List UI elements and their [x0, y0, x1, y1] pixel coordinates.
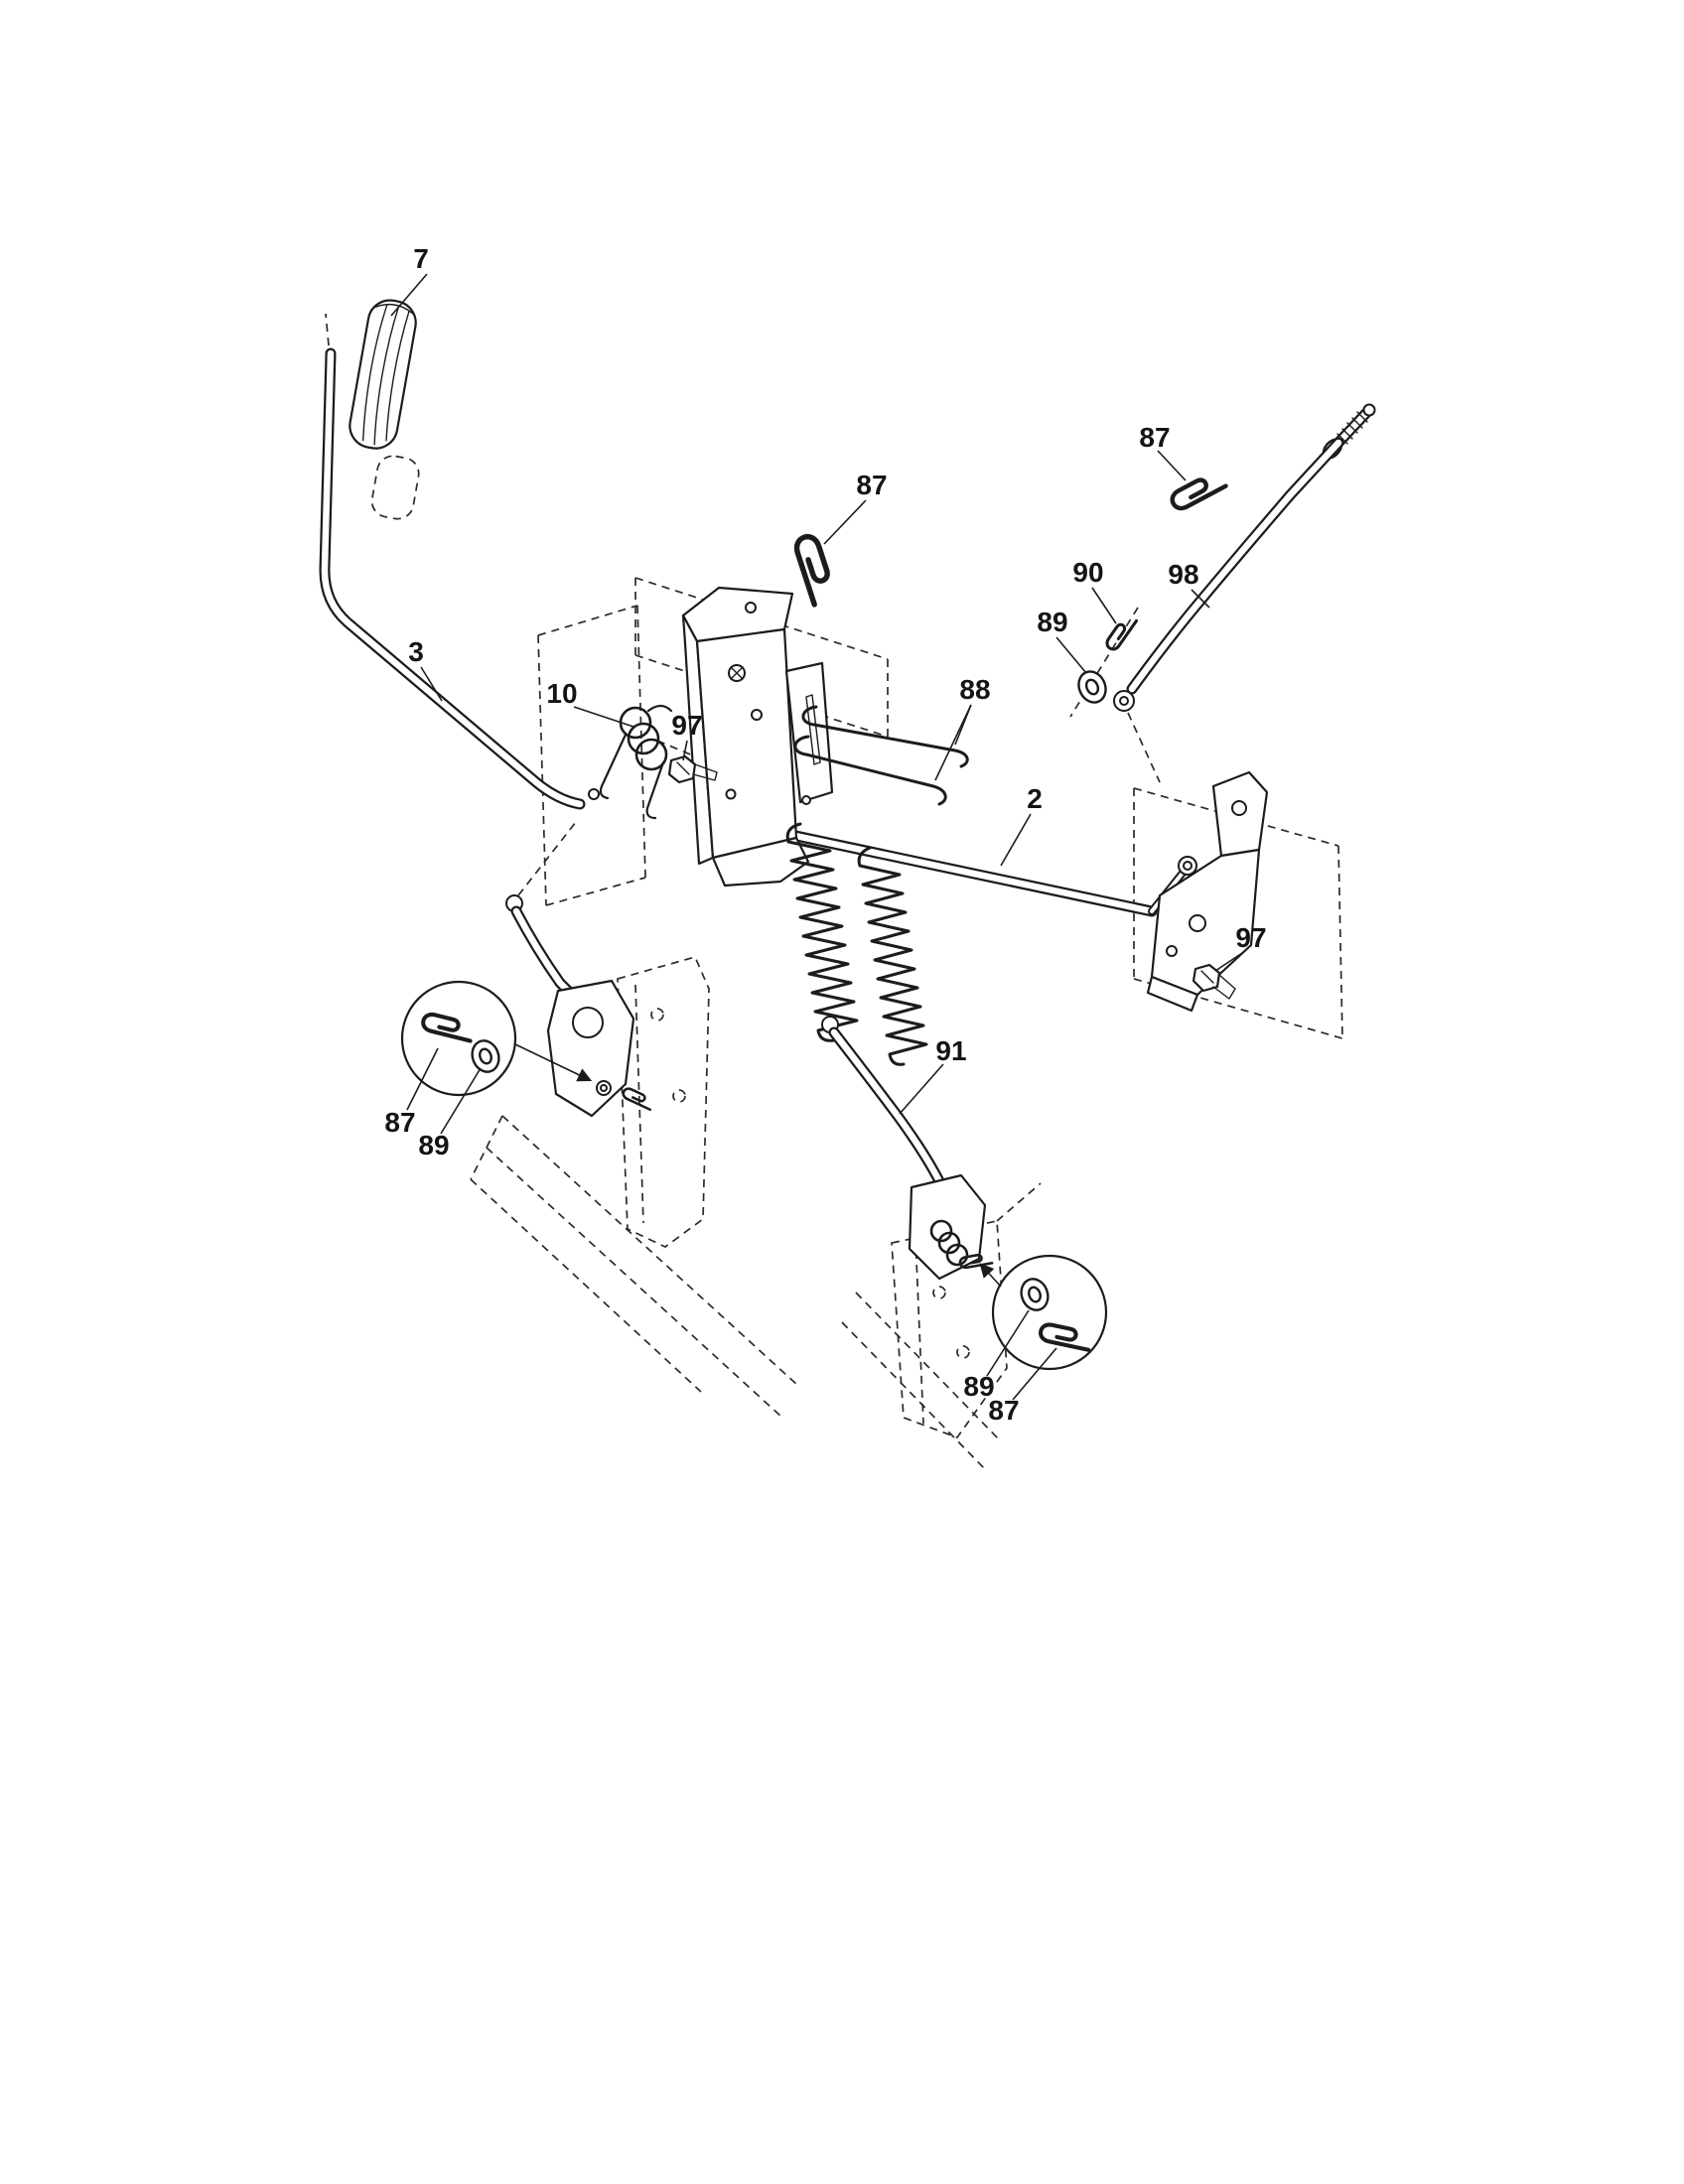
- part-label-87-top-right: 87: [1139, 422, 1170, 453]
- part-label-89-right: 89: [963, 1371, 994, 1402]
- torsion-spring-10: [599, 704, 673, 820]
- part-label-2: 2: [1027, 783, 1043, 814]
- washer-89-upper: [1072, 665, 1112, 709]
- part-label-89-left: 89: [418, 1130, 449, 1160]
- part-label-10: 10: [546, 678, 577, 709]
- retainer-clip-90: [1102, 612, 1139, 654]
- extension-spring-left: [785, 822, 859, 1042]
- hairpin-clip-top-center: [793, 534, 835, 605]
- right-detail-circle: [979, 1254, 1108, 1371]
- part-label-90: 90: [1072, 557, 1103, 588]
- part-label-87-left: 87: [384, 1107, 415, 1138]
- part-label-88: 88: [959, 674, 990, 705]
- lift-link-rod-98: [1113, 403, 1376, 712]
- lift-shaft-2: [780, 825, 1197, 917]
- bolt-97-right: [1192, 963, 1236, 1000]
- part-label-87-right: 87: [988, 1395, 1019, 1426]
- left-detail-circle: [400, 980, 593, 1097]
- extension-spring-right: [857, 846, 928, 1066]
- link-rod-91: [821, 1016, 949, 1195]
- part-label-91: 91: [935, 1035, 966, 1066]
- bolt-97-center: [667, 754, 718, 784]
- part-label-87-top-center: 87: [856, 470, 887, 500]
- part-label-89-upper: 89: [1037, 607, 1067, 637]
- handle-grip: [349, 299, 417, 450]
- center-mounting-bracket: [681, 586, 834, 887]
- lift-lever-rod: [319, 347, 600, 810]
- left-lift-arm: [505, 894, 656, 1118]
- deck-bracket-left-ghost: [470, 955, 799, 1419]
- part-label-97-right: 97: [1235, 922, 1266, 953]
- hairpin-clip-top-right: [1169, 471, 1225, 512]
- part-label-98: 98: [1168, 559, 1198, 590]
- part-label-3: 3: [408, 636, 424, 667]
- right-support-bracket: [1146, 770, 1269, 1013]
- right-lift-arm: [908, 1173, 994, 1281]
- suspension-wires-88: [793, 705, 969, 806]
- part-label-7: 7: [413, 243, 429, 274]
- part-label-97-center: 97: [671, 710, 702, 741]
- leader-lines: [390, 273, 1246, 1401]
